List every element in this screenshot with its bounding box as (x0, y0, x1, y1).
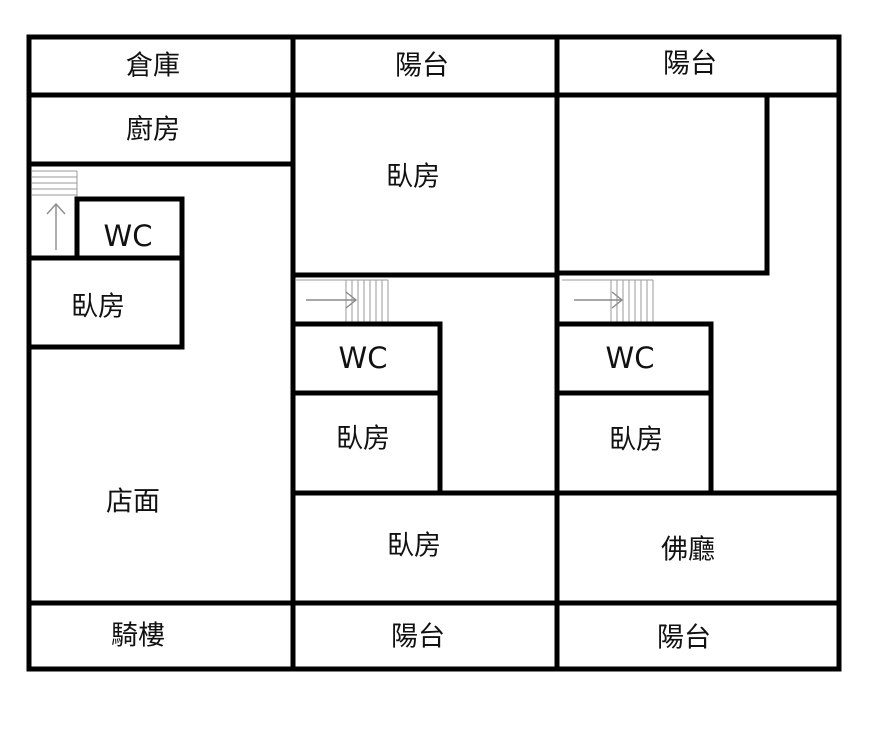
label-wc-mid: WC (339, 341, 388, 375)
label-wc-left: WC (104, 219, 153, 253)
label-storage: 倉庫 (126, 51, 180, 82)
label-bedroom-left: 臥房 (71, 292, 125, 323)
stairs-left (32, 170, 78, 258)
room-labels: 倉庫 陽台 陽台 廚房 臥房 WC 臥房 WC 臥房 WC 臥房 店面 臥房 佛… (71, 49, 717, 654)
label-balcony-top-mid: 陽台 (395, 51, 449, 82)
label-arcade: 騎樓 (111, 621, 165, 652)
stairs-right (562, 279, 654, 322)
label-kitchen: 廚房 (126, 115, 180, 146)
label-balcony-top-right: 陽台 (663, 49, 717, 80)
stairs-middle (296, 279, 389, 322)
label-bedroom-top-mid: 臥房 (386, 162, 440, 193)
label-balcony-bottom-mid: 陽台 (391, 622, 445, 653)
label-wc-right: WC (606, 341, 655, 375)
label-buddha-hall: 佛廳 (661, 535, 715, 566)
walls (26, 34, 842, 672)
label-bedroom-bottom-mid: 臥房 (387, 531, 441, 562)
label-shop: 店面 (106, 487, 160, 518)
label-balcony-bottom-right: 陽台 (657, 623, 711, 654)
label-bedroom-mid: 臥房 (336, 424, 390, 455)
label-bedroom-right: 臥房 (609, 425, 663, 456)
